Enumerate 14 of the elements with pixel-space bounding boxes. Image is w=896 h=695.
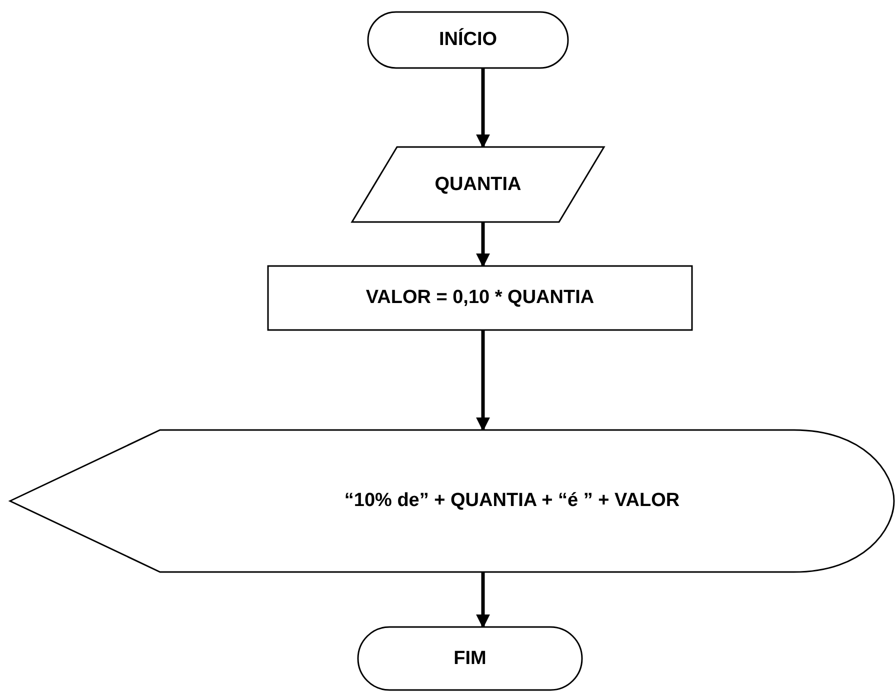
node-label: VALOR = 0,10 * QUANTIA (366, 287, 594, 309)
arrow (476, 68, 490, 148)
node-label: FIM (454, 648, 486, 670)
node-label: QUANTIA (434, 174, 522, 196)
display-shape (10, 430, 894, 572)
node-label: “10% de” + QUANTIA + “é ” + VALOR (344, 490, 680, 512)
arrow (476, 222, 490, 268)
arrow (476, 330, 490, 432)
end-terminal (358, 627, 582, 690)
node-label: INÍCIO (438, 29, 498, 51)
input-parallelogram (352, 147, 604, 222)
process-box (268, 266, 692, 330)
start-terminal (368, 12, 568, 68)
arrow (476, 572, 490, 628)
